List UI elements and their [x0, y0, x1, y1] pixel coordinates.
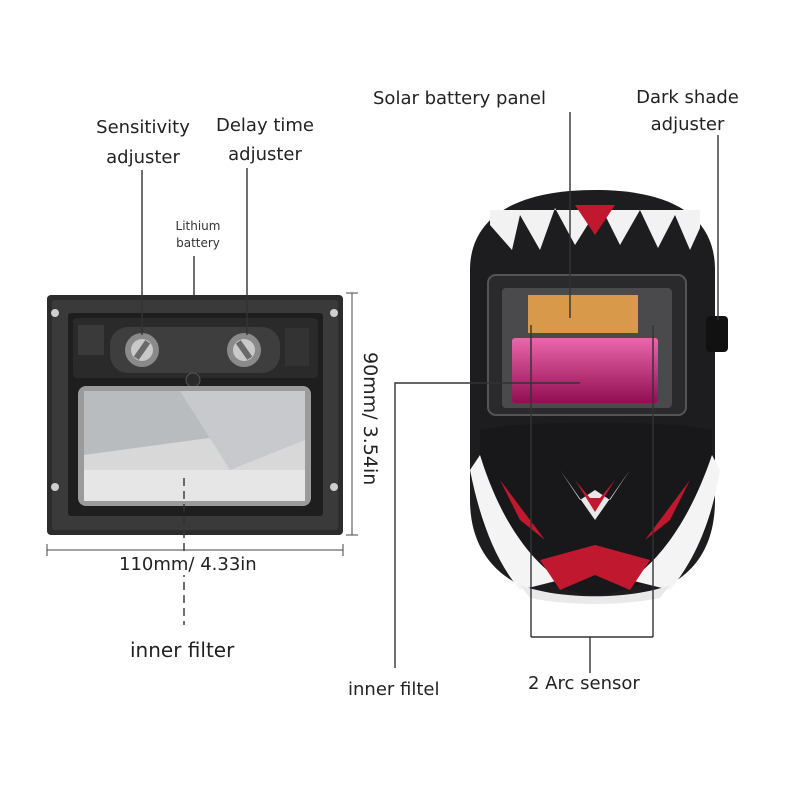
- leader-lines-left: [141, 168, 248, 625]
- lithium-line-2: battery: [176, 236, 220, 250]
- inner-filter-label: inner filter: [130, 638, 235, 662]
- lithium-battery-label: Lithium battery: [168, 218, 228, 252]
- dark-shade-line-1: Dark shade: [636, 87, 739, 108]
- sensitivity-line-1: Sensitivity: [96, 117, 190, 138]
- filter-module: [47, 295, 343, 535]
- delay-line-1: Delay time: [215, 115, 314, 136]
- dimension-lines: [46, 292, 358, 556]
- arc-sensor-label: 2 Arc sensor: [528, 673, 640, 694]
- delay-time-adjuster-label: Delay time adjuster: [210, 111, 320, 169]
- dark-shade-line-2: adjuster: [650, 114, 725, 135]
- solar-battery-panel-label: Solar battery panel: [373, 88, 546, 109]
- welding-helmet: [470, 190, 728, 604]
- sensitivity-line-2: adjuster: [106, 147, 180, 168]
- delay-line-2: adjuster: [228, 144, 302, 165]
- leader-lines-right: [394, 112, 719, 673]
- lithium-line-1: Lithium: [175, 219, 221, 233]
- sensitivity-adjuster-label: Sensitivity adjuster: [93, 113, 193, 173]
- dark-shade-adjuster-label: Dark shade adjuster: [625, 84, 750, 138]
- width-dimension-label: 110mm/ 4.33in: [117, 554, 259, 575]
- inner-filtel-label: inner filtel: [348, 679, 440, 700]
- height-dimension-label: 90mm/ 3.54in: [359, 352, 381, 486]
